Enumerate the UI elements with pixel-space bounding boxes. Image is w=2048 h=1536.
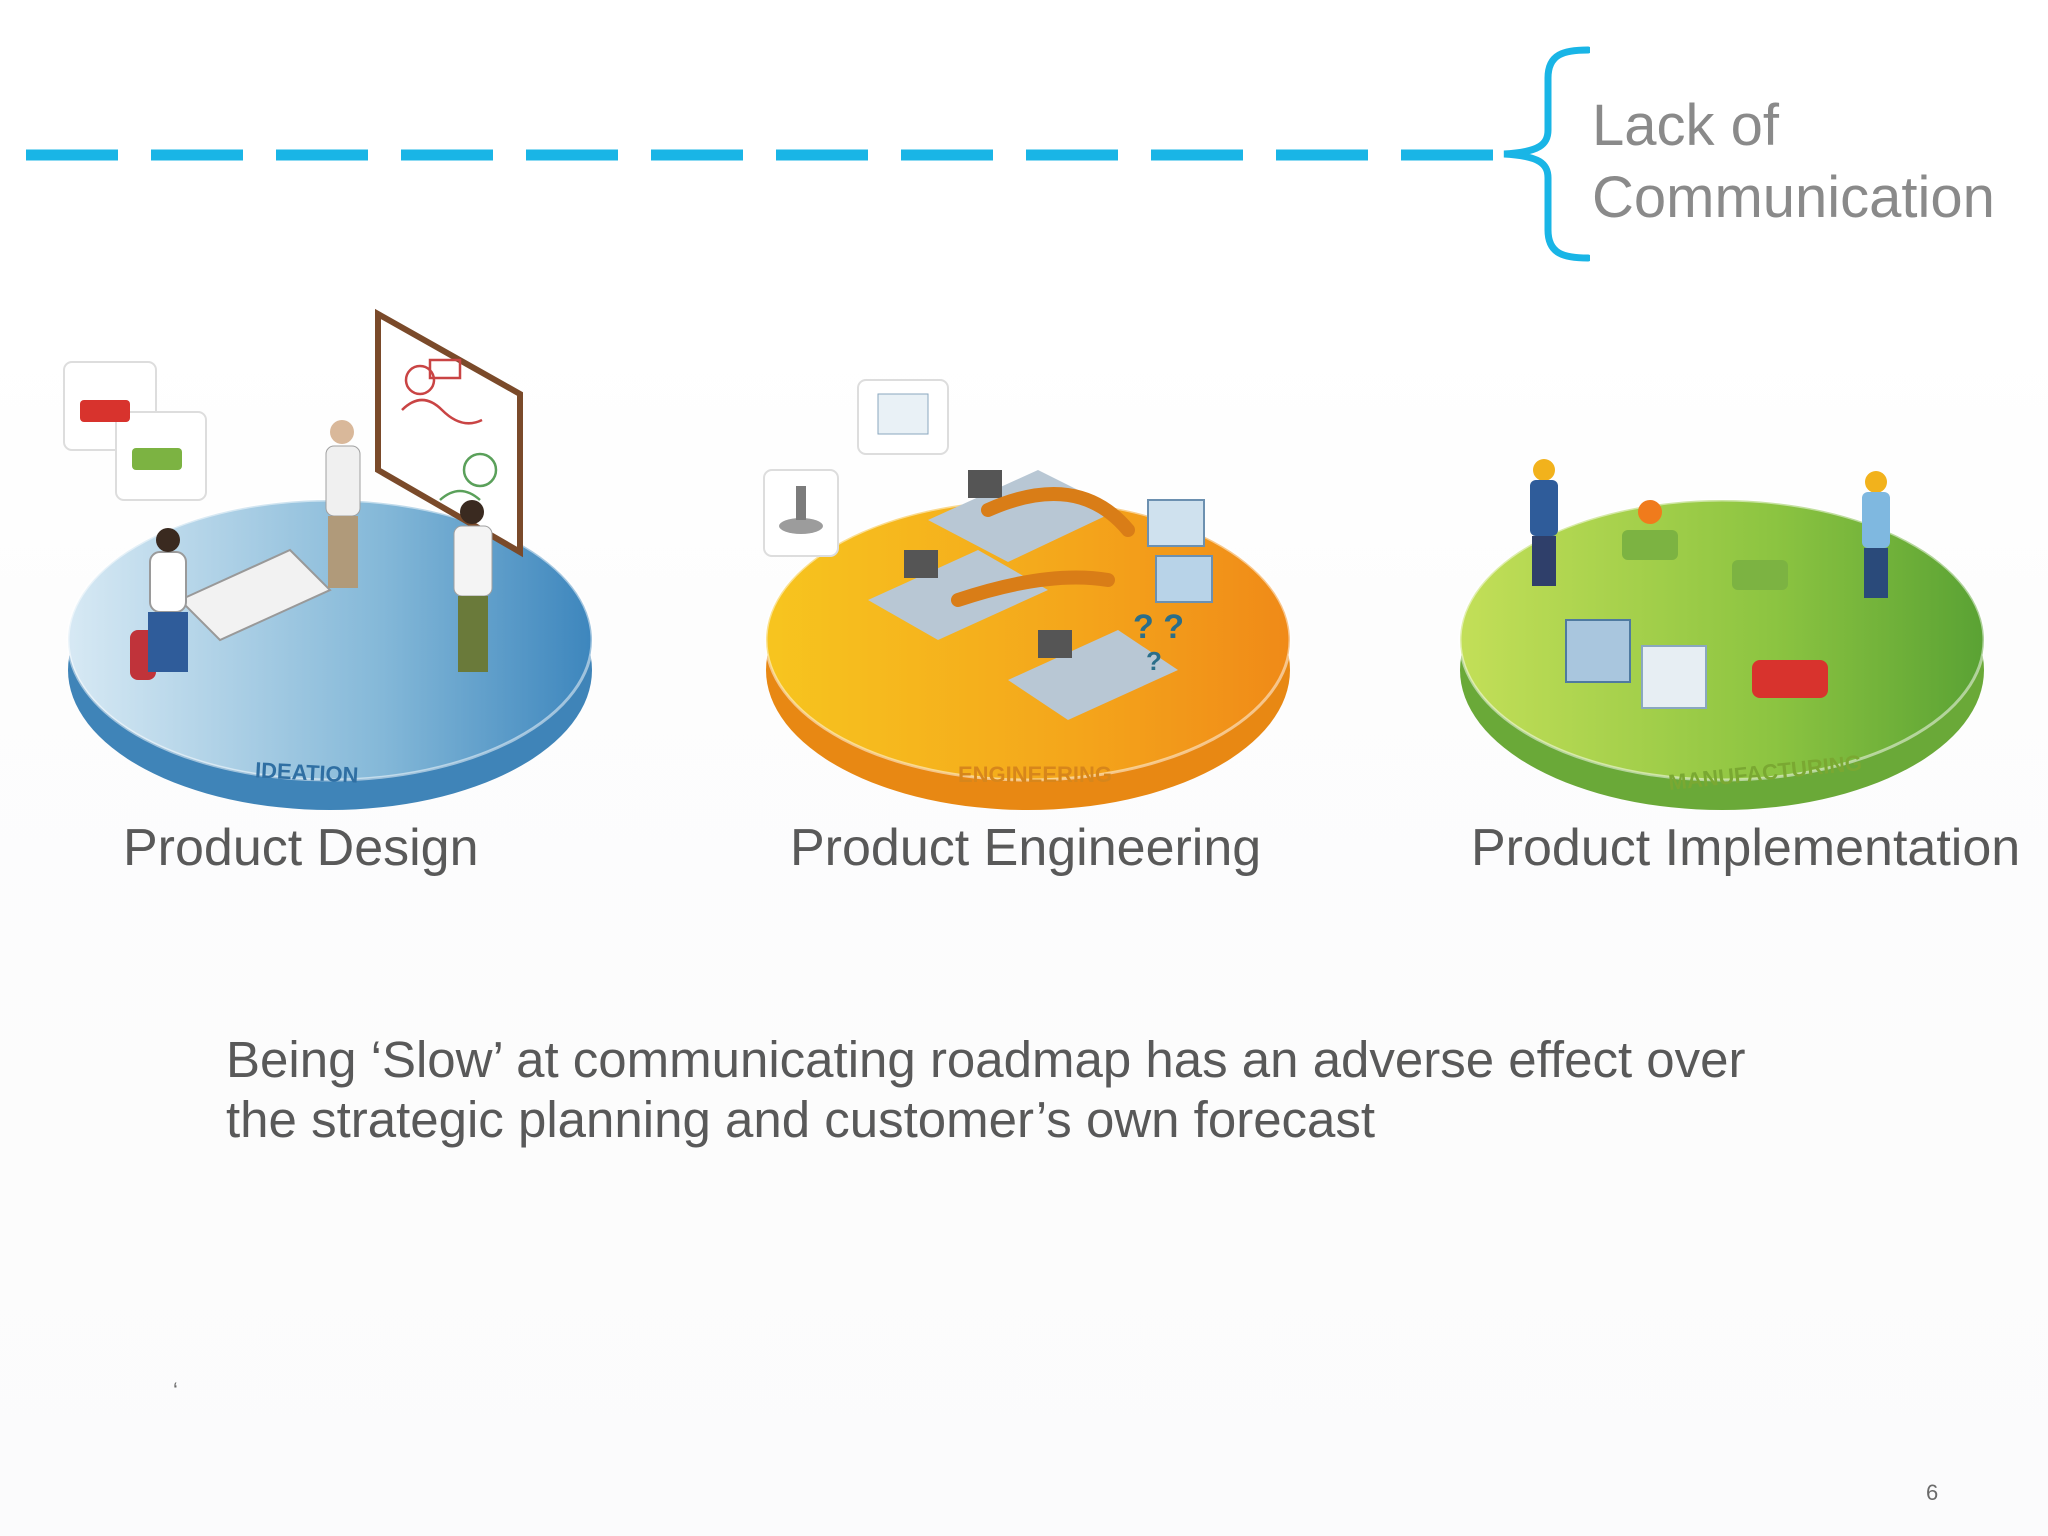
page-number: 6 (1926, 1480, 1939, 1505)
callout-lack-of-communication: Lack of Communication (1592, 90, 2032, 234)
callout-line-1: Lack of (1592, 93, 1779, 158)
stage-ideation-illustration (60, 300, 620, 820)
stage-caption-product-design: Product Design (123, 819, 479, 877)
svg-text:?: ? (1146, 646, 1162, 676)
platform-label-engineering: ENGINEERING (958, 762, 1113, 787)
callout-line-2: Communication (1592, 165, 1995, 230)
platform-label-ideation: IDEATION (254, 757, 360, 788)
dashed-divider (26, 149, 1494, 161)
stray-quote-mark: ‘ (173, 1378, 178, 1403)
stage-engineering-illustration: ? ? ? (758, 300, 1318, 820)
stage-caption-product-engineering: Product Engineering (790, 819, 1262, 877)
svg-text:? ?: ? ? (1133, 608, 1184, 646)
curly-bracket-icon (1503, 46, 1590, 262)
stage-manufacturing-illustration (1452, 300, 2012, 820)
stage-caption-product-implementation: Product Implementation (1471, 819, 2021, 877)
body-line-1: Being ‘Slow’ at communicating roadmap ha… (226, 1031, 1746, 1088)
body-text: Being ‘Slow’ at communicating roadmap ha… (226, 1030, 1806, 1150)
body-line-2: the strategic planning and customer’s ow… (226, 1091, 1376, 1148)
